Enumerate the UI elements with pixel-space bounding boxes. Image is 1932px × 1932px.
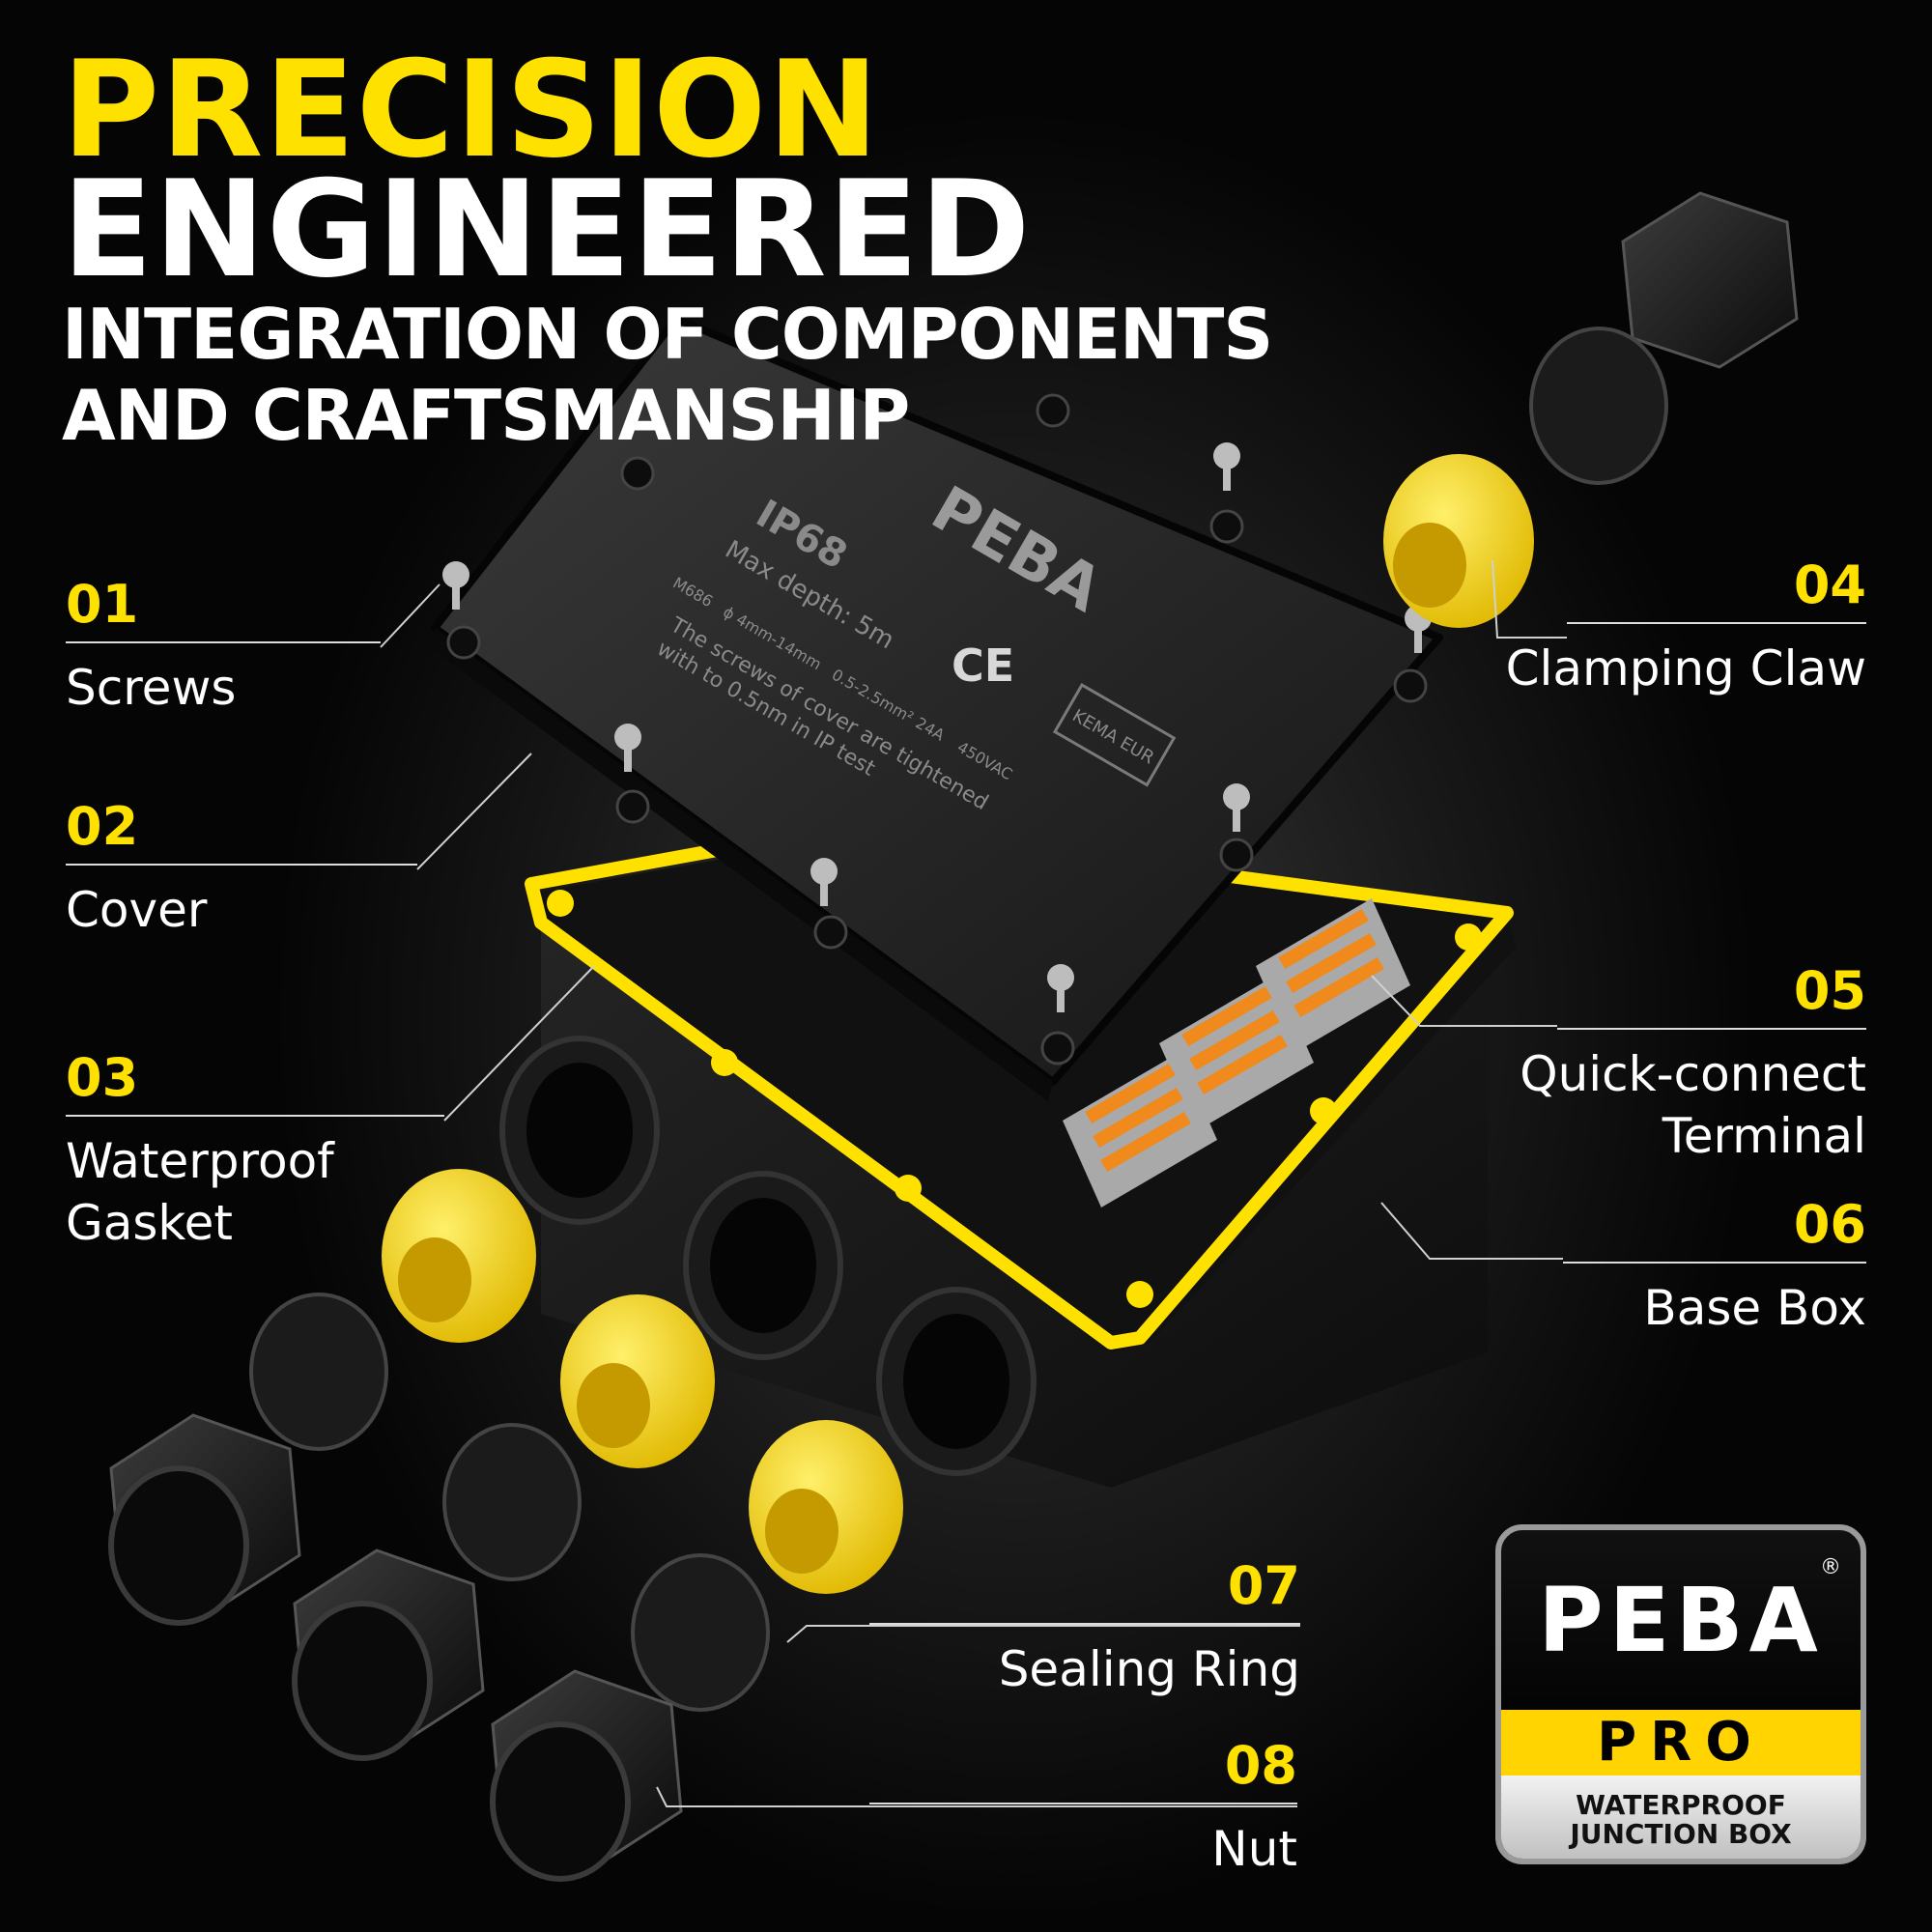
badge-tier: PRO (1501, 1710, 1861, 1776)
callout-number: 02 (66, 796, 139, 857)
callout-rule (66, 1115, 444, 1117)
callout-number: 05 (1793, 960, 1866, 1021)
headline-line3: INTEGRATION OF COMPONENTS (62, 294, 1273, 375)
callout-sealing-ring: 07 Sealing Ring (869, 1559, 1300, 1700)
callout-label-line1: Quick-connect (1520, 1046, 1866, 1102)
callout-rule (1563, 1262, 1866, 1264)
badge-subtitle-line2: JUNCTION BOX (1570, 1818, 1792, 1850)
headline: PRECISION ENGINEERED INTEGRATION OF COMP… (62, 32, 1273, 456)
ce-mark: CE (952, 639, 1014, 692)
badge-subtitle-line1: WATERPROOF (1576, 1789, 1786, 1821)
cover: IP68 Max depth: 5m M686 ϕ 4mm-14mm 0.5-2… (430, 315, 1443, 1101)
callout-number: 08 (1224, 1735, 1297, 1796)
callout-label: Cover (66, 882, 208, 938)
callout-quick-connect-terminal: 05 Quick-connect Terminal (1459, 964, 1866, 1167)
headline-line4: AND CRAFTSMANSHIP (62, 375, 910, 456)
callout-rule (66, 641, 381, 643)
callout-number: 06 (1793, 1194, 1866, 1255)
quick-connect-terminals (1063, 898, 1410, 1208)
nuts (108, 1413, 683, 1882)
headline-line2: ENGINEERED (62, 152, 1032, 307)
callout-label: Nut (1211, 1821, 1297, 1877)
callout-label-line2: Gasket (66, 1195, 233, 1251)
callout-clamping-claw: 04 Clamping Claw (1459, 558, 1866, 699)
callout-rule (869, 1623, 1300, 1625)
callout-waterproof-gasket: 03 Waterproof Gasket (66, 1051, 444, 1254)
callout-number: 04 (1793, 554, 1866, 615)
bottom-gland-sets (108, 1169, 903, 1882)
peba-pro-badge: PEBA ® PRO WATERPROOF JUNCTION BOX (1495, 1524, 1866, 1864)
registered-mark: ® (1820, 1555, 1841, 1579)
callout-base-box: 06 Base Box (1459, 1198, 1866, 1339)
callout-cover: 02 Cover (66, 800, 417, 941)
callout-rule (66, 864, 417, 866)
callout-label-line1: Waterproof (66, 1133, 334, 1189)
callout-number: 07 (1227, 1555, 1300, 1616)
leader-lines (380, 559, 1567, 1807)
headline-line1: PRECISION (62, 32, 880, 187)
callout-label: Clamping Claw (1505, 640, 1866, 696)
callout-screws: 01 Screws (66, 578, 381, 719)
top-gland-set (1383, 191, 1799, 628)
callout-label-line2: Terminal (1662, 1108, 1866, 1164)
threaded-ports (499, 1036, 1037, 1476)
badge-logo: PEBA (1538, 1569, 1824, 1672)
clamping-claw-part (1383, 454, 1534, 628)
callout-label: Screws (66, 660, 237, 716)
callout-label: Sealing Ring (998, 1641, 1300, 1697)
badge-subtitle: WATERPROOF JUNCTION BOX (1501, 1776, 1861, 1859)
callout-label: Base Box (1643, 1280, 1866, 1336)
callout-nut: 08 Nut (869, 1739, 1297, 1880)
callout-rule (869, 1803, 1297, 1804)
callout-rule (1567, 622, 1866, 624)
callout-number: 03 (66, 1047, 139, 1108)
callout-rule (1557, 1028, 1866, 1030)
callout-number: 01 (66, 574, 139, 635)
sealing-rings (249, 1293, 770, 1712)
